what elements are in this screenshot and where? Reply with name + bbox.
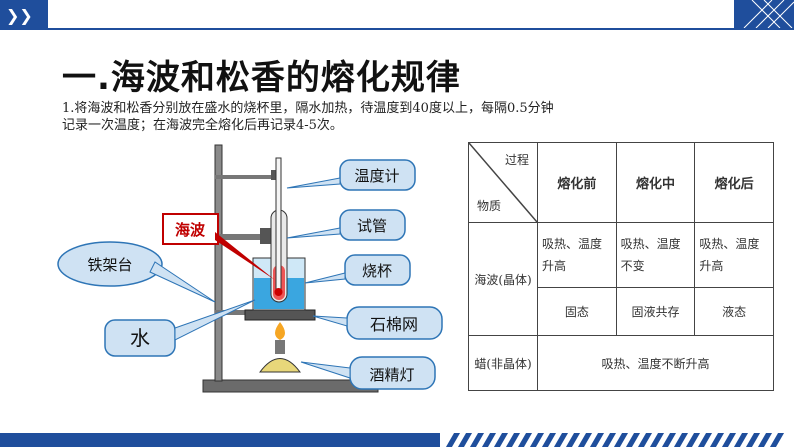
alcohol-lamp (259, 358, 301, 373)
tube-clamp (215, 234, 270, 240)
thermometer-bulb (274, 288, 283, 296)
beaker-label: 烧杯 (362, 262, 392, 280)
table-header-row: 过程 物质 熔化前 熔化中 熔化后 (468, 142, 774, 223)
comparison-table: 过程 物质 熔化前 熔化中 熔化后 海波(晶体) 吸热、温度升高 吸热、温度不变… (468, 142, 774, 391)
iron-stand-label: 铁架台 (87, 256, 132, 274)
crystal-label-cell: 海波(晶体) (468, 222, 538, 336)
bottom-bar (0, 433, 794, 447)
stand-rod (214, 144, 223, 382)
crystal-process-after: 吸热、温度升高 (694, 222, 774, 288)
top-rule (0, 28, 794, 30)
top-bar: ❯❯ (0, 0, 794, 30)
bottom-solid-bar (0, 433, 440, 447)
corner-top-label: 过程 (504, 153, 529, 167)
apparatus-diagram: 温度计 试管 烧杯 石棉网 酒精灯 铁架台 水 海波 (57, 144, 443, 393)
callout-thermometer: 温度计 (286, 159, 416, 191)
table-row: 蜡(非晶体) 吸热、温度不断升高 (468, 335, 774, 391)
callout-beaker: 烧杯 (304, 254, 411, 286)
header-before-melting: 熔化前 (537, 142, 617, 223)
crystal-process-before: 吸热、温度升高 (537, 222, 617, 288)
thermometer-label: 温度计 (354, 167, 399, 185)
instruction-paragraph: 1.将海波和松香分别放在盛水的烧杯里，隔水加热，待温度到40度以上，每隔0.5分… (62, 100, 752, 134)
clamp-head (271, 170, 279, 180)
asbestos-net-label: 石棉网 (370, 315, 418, 334)
callout-water: 水 (104, 299, 256, 357)
corner-diagonal (469, 143, 537, 222)
bottom-stripes (420, 433, 794, 447)
water-label: 水 (130, 326, 150, 350)
table-row: 海波(晶体) 吸热、温度升高 吸热、温度不变 吸热、温度升高 (468, 222, 774, 336)
top-left-block: ❯❯ (0, 0, 48, 28)
crystal-state-before: 固态 (537, 287, 617, 336)
thermometer (275, 157, 282, 294)
alcohol-lamp-label: 酒精灯 (369, 366, 414, 384)
hypo-label: 海波 (175, 221, 206, 239)
page-title: 一.海波和松香的熔化规律 (62, 58, 461, 98)
test-tube-label: 试管 (357, 217, 387, 235)
crystal-state-during: 固液共存 (615, 287, 696, 336)
asbestos-net (244, 309, 316, 321)
flame (275, 322, 285, 340)
noncrystal-label-cell: 蜡(非晶体) (468, 335, 538, 391)
header-after-melting: 熔化后 (694, 142, 774, 223)
thermometer-clamp (215, 175, 275, 179)
instruction-line-2: 记录一次温度；在海波完全熔化后再记录4-5次。 (62, 118, 343, 133)
callout-iron-stand: 铁架台 (57, 241, 216, 303)
callout-hypo: 海波 (162, 213, 275, 280)
callout-alcohol-lamp: 酒精灯 (300, 356, 436, 390)
corner-bottom-label: 物质 (477, 199, 502, 213)
top-strip (0, 0, 794, 30)
top-right-decoration (734, 0, 794, 28)
lamp-wick (275, 340, 285, 354)
table-corner-cell: 过程 物质 (468, 142, 538, 223)
crystal-state-after: 液态 (694, 287, 774, 336)
header-during-melting: 熔化中 (615, 142, 696, 223)
callout-test-tube: 试管 (286, 209, 406, 241)
crystal-process-during: 吸热、温度不变 (615, 222, 696, 288)
grid-pattern-icon (743, 0, 794, 28)
double-chevron-icon: ❯❯ (6, 6, 33, 25)
ring-arm (215, 310, 265, 315)
callout-asbestos-net: 石棉网 (312, 306, 443, 340)
noncrystal-process-cell: 吸热、温度不断升高 (537, 335, 774, 391)
instruction-line-1: 1.将海波和松香分别放在盛水的烧杯里，隔水加热，待温度到40度以上，每隔0.5分… (62, 101, 554, 116)
